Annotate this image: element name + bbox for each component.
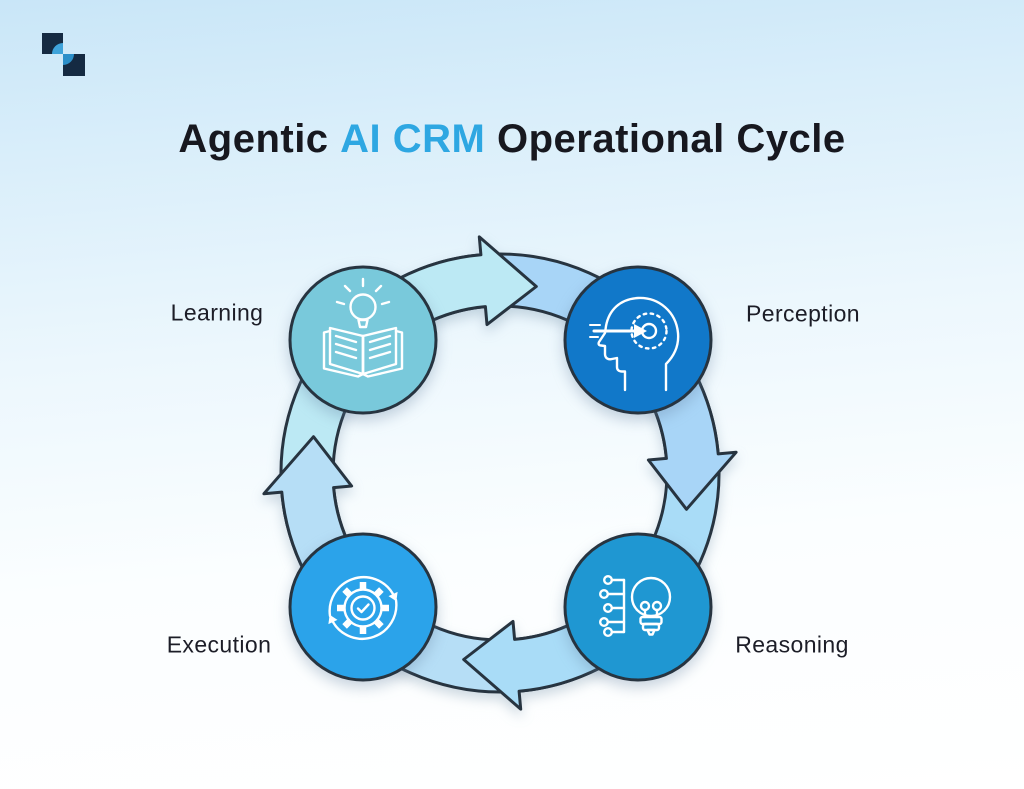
page-title: Agentic AI CRM Operational Cycle (0, 112, 1024, 166)
logo-wedge-top (52, 43, 63, 54)
node-circle-perception (563, 265, 713, 415)
node-label-reasoning: Reasoning (735, 631, 849, 658)
page-title-highlight: AI CRM (340, 117, 486, 161)
node-circle-execution (288, 532, 438, 682)
node-label-execution: Execution (166, 631, 272, 658)
logo-wedge-bottom (63, 54, 74, 65)
gear-check-sync-icon (328, 576, 398, 640)
brand-logo-squares-icon (42, 33, 85, 76)
node-label-perception: Perception (746, 300, 860, 327)
page-title-part1: Agentic (178, 117, 341, 161)
node-label-learning: Learning (170, 299, 264, 326)
page-title-part2: Operational Cycle (485, 117, 846, 161)
head-target-arrow-icon (589, 296, 680, 392)
book-lightbulb-icon (322, 277, 404, 378)
node-circle-reasoning (563, 532, 713, 682)
bulb-circuit-icon (599, 575, 672, 638)
